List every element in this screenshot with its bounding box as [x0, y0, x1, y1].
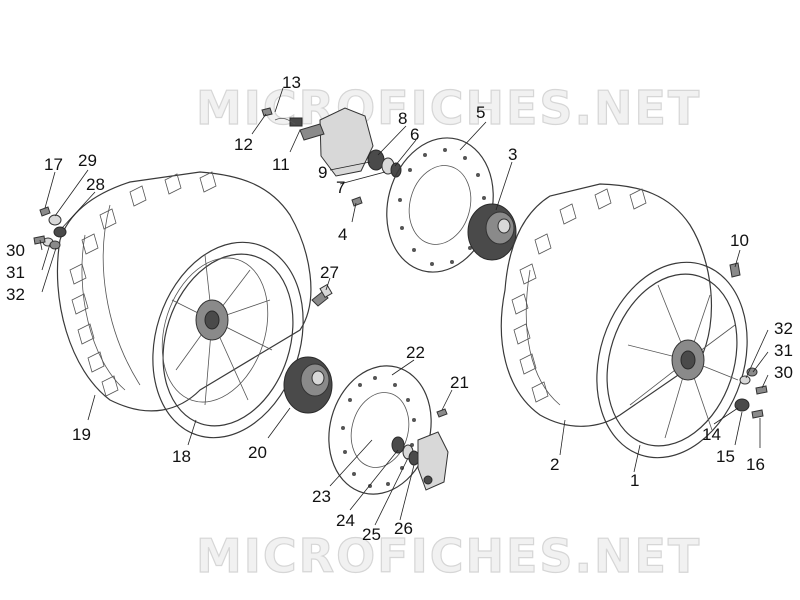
callout-25: 25 [362, 525, 381, 544]
left-hub [283, 356, 333, 414]
callout-28: 28 [86, 175, 105, 194]
callout-13: 13 [282, 73, 301, 92]
left-caliper-assembly [391, 431, 449, 491]
callout-26: 26 [394, 519, 413, 538]
callout-20: 20 [248, 443, 267, 462]
left-wheel-rim [152, 241, 304, 439]
callout-11: 11 [272, 155, 290, 174]
callout-29: 29 [78, 151, 97, 170]
callout-labels: 1 2 3 4 5 6 7 8 9 10 11 12 13 14 15 16 1… [6, 73, 793, 544]
callout-16: 16 [746, 455, 765, 474]
callout-31-left: 31 [6, 263, 25, 282]
callout-32-right: 32 [774, 319, 793, 338]
callout-7: 7 [336, 178, 345, 197]
callout-14: 14 [702, 425, 721, 444]
left-axle-hardware [33, 206, 67, 250]
screw-21 [436, 408, 448, 418]
watermark-bottom: MICROFICHES.NET [196, 529, 701, 583]
callout-30-left: 30 [6, 241, 25, 260]
callout-30-right: 30 [774, 363, 793, 382]
callout-22: 22 [406, 343, 425, 362]
callout-5: 5 [476, 103, 485, 122]
callout-24: 24 [336, 511, 355, 530]
watermark-top: MICROFICHES.NET [196, 81, 701, 135]
callout-15: 15 [716, 447, 735, 466]
bolt-4 [351, 196, 363, 207]
front-caliper-assembly [261, 107, 374, 177]
right-tire [500, 183, 713, 427]
callout-31-right: 31 [774, 341, 793, 360]
callout-9: 9 [318, 163, 327, 182]
callout-8: 8 [398, 109, 407, 128]
leader-lines [39, 87, 769, 526]
valve-stem [311, 283, 333, 307]
callout-27: 27 [320, 263, 339, 282]
left-tire [56, 171, 312, 412]
callout-19: 19 [72, 425, 91, 444]
callout-12: 12 [234, 135, 253, 154]
callout-6: 6 [410, 125, 419, 144]
callout-3: 3 [508, 145, 517, 164]
callout-1: 1 [630, 471, 639, 490]
callout-17: 17 [44, 155, 63, 174]
callout-21: 21 [450, 373, 469, 392]
callout-10: 10 [730, 231, 749, 250]
right-wheel-rim [596, 261, 748, 459]
callout-2: 2 [550, 455, 559, 474]
right-hub [467, 203, 517, 261]
callout-18: 18 [172, 447, 191, 466]
callout-32-left: 32 [6, 285, 25, 304]
bearing-set [367, 149, 402, 178]
callout-23: 23 [312, 487, 331, 506]
callout-4: 4 [338, 225, 347, 244]
